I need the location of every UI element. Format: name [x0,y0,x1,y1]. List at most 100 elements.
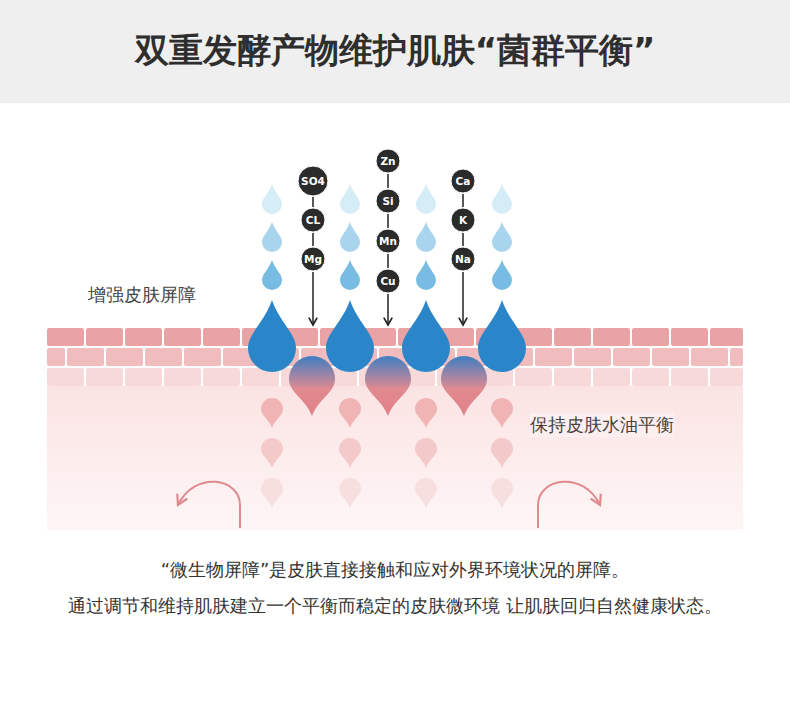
connector [387,214,389,228]
drop [491,478,513,508]
skin-brick [613,348,650,366]
drop [289,356,335,416]
ion-circle: SO4 [297,165,329,197]
dermis-area [47,386,743,530]
circle-outline [376,269,400,293]
water-drops [248,184,526,508]
connector [462,233,464,246]
ion-circle: Na [450,246,476,272]
connector [387,254,389,268]
skin-brick [632,368,669,386]
region-label: 增强皮肤屏障 [88,283,196,307]
circle-outline [376,149,400,173]
drop [492,260,512,290]
drop [326,300,374,372]
skin-brick [515,368,552,386]
ion-symbol: Si [382,195,393,207]
skin-brick [86,368,123,386]
skin-brick [554,368,591,386]
drop [402,300,450,372]
skin-brick [47,348,65,366]
ion-circle: K [450,207,476,233]
ion-circle: Cu [375,268,401,294]
connector [462,194,464,207]
ion-circle: Si [375,188,401,214]
ion-symbol: CL [306,214,320,226]
caption: “微生物屏障”是皮肤直接接触和应对外界环境状况的屏障。 通过调节和维持肌肤建立一… [40,552,750,624]
connector [312,197,314,207]
skin-brick [593,328,630,346]
skin-brick [671,368,708,386]
ion-arrows [313,272,463,325]
circle-outline [298,166,328,196]
skin-brick [164,328,201,346]
skin-brick [145,348,182,366]
drop [262,184,282,214]
drop [340,184,360,214]
drop [416,184,436,214]
skin-brick [710,328,743,346]
ion-symbol: Ca [456,175,471,187]
ion-symbol: Zn [380,155,395,167]
circle-outline [376,189,400,213]
drop [339,478,361,508]
skin-brick [730,348,743,366]
drop [248,300,296,372]
circle-outline [376,229,400,253]
skin-brick [691,348,728,366]
ion-circle: Mn [375,228,401,254]
ion-circle: Ca [450,168,476,194]
ion-circle: CL [300,207,326,233]
ion-symbol: SO4 [301,175,325,187]
skin-brick [593,368,630,386]
circle-outline [451,247,475,271]
skin-brick [184,348,221,366]
drop [491,398,513,428]
drop [365,356,411,416]
drop [339,398,361,428]
drop [441,356,487,416]
circle-outline [451,169,475,193]
skin-brick [67,348,104,366]
drop [340,260,360,290]
skin-brick [203,328,240,346]
drop [416,222,436,252]
drop [262,222,282,252]
circle-outline [451,208,475,232]
skin-brick [574,348,611,366]
drop [491,438,513,468]
curved-arrows [178,482,600,528]
circle-outline [301,247,325,271]
drop [415,398,437,428]
ion-symbol: K [459,214,467,226]
drop [261,398,283,428]
drop [261,478,283,508]
drop [492,222,512,252]
ion-symbol: Mg [304,253,322,265]
drop [261,438,283,468]
ion-circle: Mg [300,246,326,272]
ion-symbol: Mn [379,235,397,247]
drop [262,260,282,290]
title: 双重发酵产物维护肌肤“菌群平衡” [0,28,790,74]
drop [339,438,361,468]
skin-brick [47,368,84,386]
skin-brick [554,328,591,346]
ion-circle: Zn [375,148,401,174]
circle-outline [301,208,325,232]
skin-brick [86,328,123,346]
skin-brick [632,328,669,346]
drop [415,478,437,508]
skin-brick [203,368,240,386]
connector [312,233,314,246]
skin-brick [710,368,743,386]
skin-brick [47,328,84,346]
drop [492,184,512,214]
connector [387,174,389,188]
skin-brick [652,348,689,366]
drop [340,222,360,252]
ion-symbol: Cu [380,275,395,287]
skin-brick [535,348,572,366]
skin-brick [125,328,162,346]
region-label: 保持皮肤水油平衡 [530,413,674,437]
